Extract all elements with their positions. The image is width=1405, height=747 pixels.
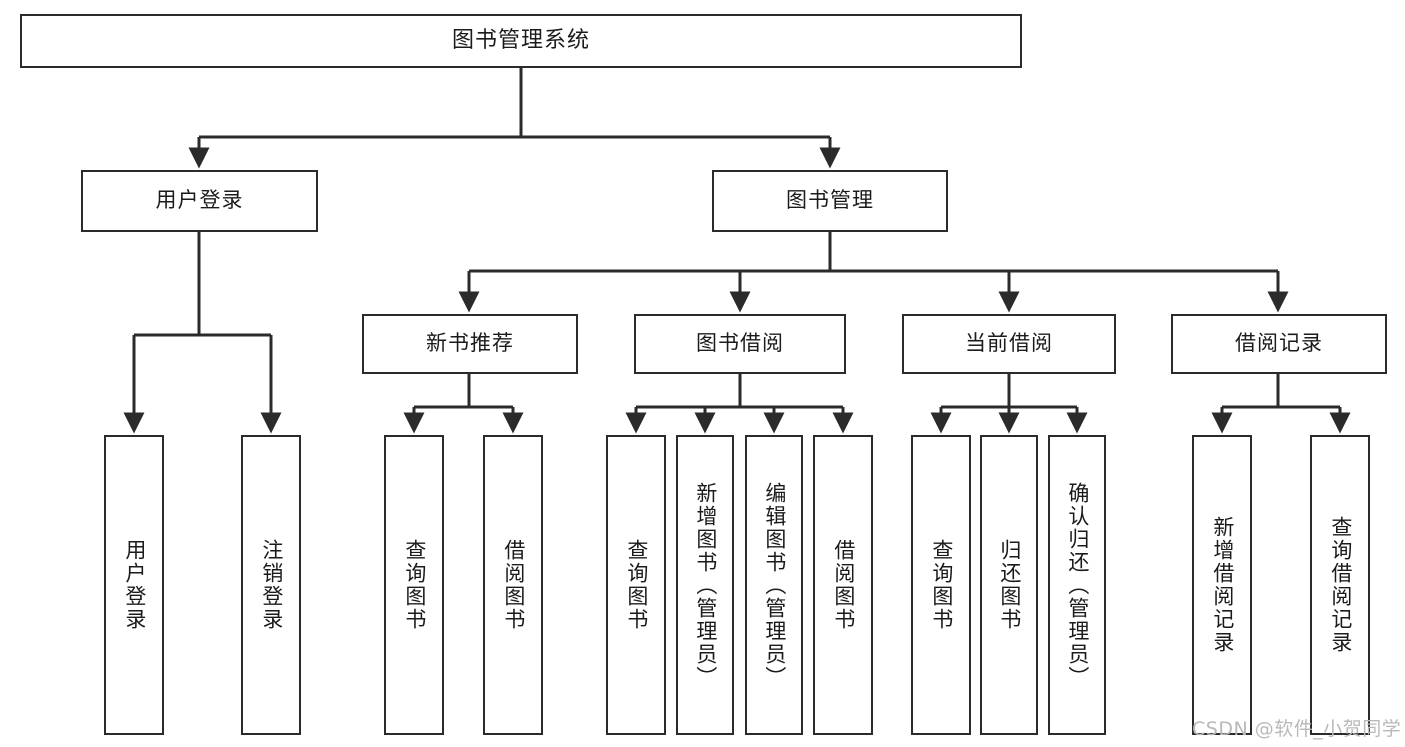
leaf-book-borrow-query-book-label: 查询图书 (624, 539, 649, 631)
leaf-current-borrow-return-book[interactable]: 归还图书 (980, 435, 1038, 735)
leaf-user-login-logout[interactable]: 注销登录 (241, 435, 301, 735)
leaf-user-login-login-label: 用户登录 (122, 539, 147, 631)
node-root-system[interactable]: 图书管理系统 (20, 14, 1022, 68)
leaf-new-book-borrow-book-label: 借阅图书 (501, 539, 526, 631)
leaf-current-borrow-return-book-label: 归还图书 (997, 539, 1022, 631)
leaf-borrow-record-add-record[interactable]: 新增借阅记录 (1192, 435, 1252, 735)
node-borrow-record[interactable]: 借阅记录 (1171, 314, 1387, 374)
leaf-current-borrow-confirm-return[interactable]: 确认归还（管理员） (1048, 435, 1106, 735)
leaf-book-borrow-edit-book-label: 编辑图书（管理员） (762, 481, 787, 689)
leaf-book-borrow-query-book[interactable]: 查询图书 (606, 435, 666, 735)
node-book-borrow-label: 图书借阅 (696, 331, 784, 356)
csdn-watermark: CSDN @软件_小贺同学 (1192, 718, 1402, 740)
leaf-book-borrow-add-book-label: 新增图书（管理员） (693, 481, 718, 689)
node-user-login-label: 用户登录 (155, 188, 244, 213)
node-book-management[interactable]: 图书管理 (712, 170, 948, 232)
leaf-book-borrow-borrow-book[interactable]: 借阅图书 (813, 435, 873, 735)
node-new-book-recommend-label: 新书推荐 (426, 331, 514, 356)
leaf-book-borrow-borrow-book-label: 借阅图书 (831, 539, 856, 631)
leaf-borrow-record-add-record-label: 新增借阅记录 (1210, 516, 1235, 654)
leaf-current-borrow-confirm-return-label: 确认归还（管理员） (1065, 481, 1090, 689)
leaf-new-book-query-book[interactable]: 查询图书 (384, 435, 444, 735)
node-borrow-record-label: 借阅记录 (1235, 331, 1323, 356)
leaf-current-borrow-query-book[interactable]: 查询图书 (911, 435, 971, 735)
leaf-user-login-login[interactable]: 用户登录 (104, 435, 164, 735)
node-book-borrow[interactable]: 图书借阅 (634, 314, 846, 374)
leaf-user-login-logout-label: 注销登录 (259, 539, 284, 631)
node-root-system-label: 图书管理系统 (451, 27, 590, 53)
node-current-borrow-label: 当前借阅 (965, 331, 1053, 356)
leaf-new-book-borrow-book[interactable]: 借阅图书 (483, 435, 543, 735)
leaf-borrow-record-query-record-label: 查询借阅记录 (1328, 516, 1353, 654)
node-new-book-recommend[interactable]: 新书推荐 (362, 314, 578, 374)
leaf-book-borrow-edit-book[interactable]: 编辑图书（管理员） (745, 435, 803, 735)
leaf-book-borrow-add-book[interactable]: 新增图书（管理员） (676, 435, 734, 735)
node-user-login[interactable]: 用户登录 (81, 170, 318, 232)
leaf-current-borrow-query-book-label: 查询图书 (929, 539, 954, 631)
node-current-borrow[interactable]: 当前借阅 (902, 314, 1116, 374)
leaf-new-book-query-book-label: 查询图书 (402, 539, 427, 631)
leaf-borrow-record-query-record[interactable]: 查询借阅记录 (1310, 435, 1370, 735)
node-book-management-label: 图书管理 (786, 188, 874, 213)
